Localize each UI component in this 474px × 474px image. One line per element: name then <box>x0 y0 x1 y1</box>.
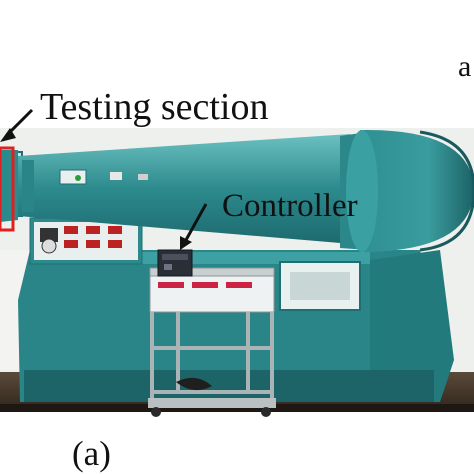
diffuser <box>18 134 352 244</box>
corner-panel-label-fragment: a <box>458 50 472 83</box>
testing-section-highlight <box>0 146 15 232</box>
instrument-cart <box>148 267 276 417</box>
testing-section-label: Testing section <box>40 86 269 128</box>
panel-label: (a) <box>72 434 111 473</box>
controller-label: Controller <box>222 188 358 224</box>
controller-arrow <box>180 203 208 250</box>
controller-box <box>157 249 193 277</box>
testing-section-arrow <box>0 108 34 142</box>
fan-housing <box>340 129 474 252</box>
control-console <box>29 217 143 265</box>
